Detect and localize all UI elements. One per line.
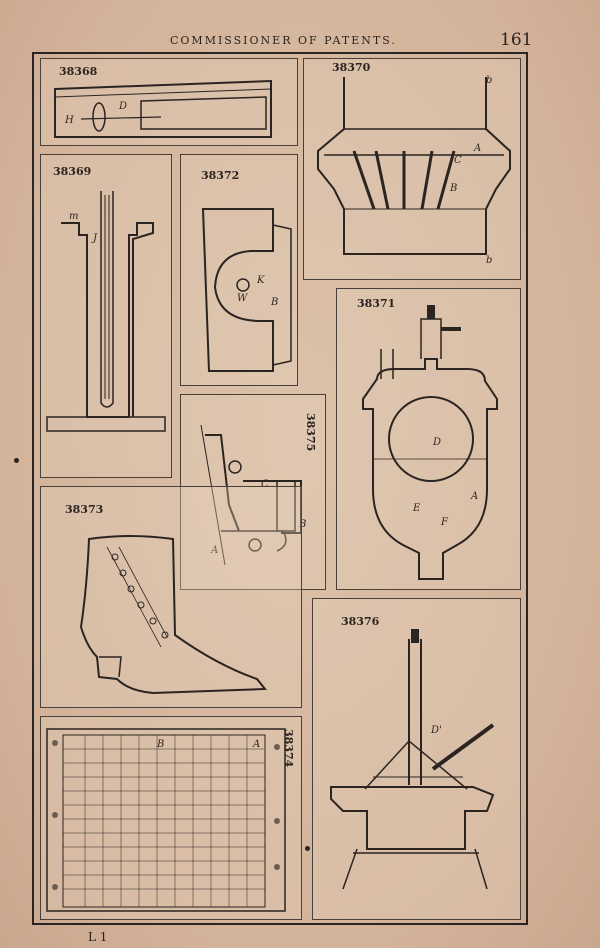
plate-frame xyxy=(32,52,528,925)
figure-38371: 38371 D A E F xyxy=(336,288,521,590)
figure-38370: 38370 b A C B b xyxy=(303,58,521,280)
label-A: A xyxy=(473,143,481,154)
figure-38373: 38373 xyxy=(40,486,302,708)
label-E: E xyxy=(412,503,421,514)
label-K: K xyxy=(256,275,265,286)
figure-38372: 38372 K W B xyxy=(180,154,298,386)
figure-number: 38372 xyxy=(201,169,240,182)
figure-38372-drawing: K W B xyxy=(201,208,292,372)
label-A: A xyxy=(252,739,260,750)
label-b-top: b xyxy=(486,75,492,86)
figure-number: 38368 xyxy=(59,65,98,78)
figure-number: 38373 xyxy=(65,503,104,516)
figure-38376-drawing: D' xyxy=(330,629,495,890)
figure-number: 38376 xyxy=(341,615,380,628)
label-C: C xyxy=(454,155,462,166)
figure-38374: 38374 A B xyxy=(40,716,302,920)
margin-dot xyxy=(305,846,310,851)
figure-38373-drawing xyxy=(79,535,268,695)
figure-38369-drawing: m J xyxy=(46,191,166,432)
label-A: A xyxy=(470,491,478,502)
figure-38371-drawing: D A E F xyxy=(362,305,498,580)
label-b-bottom: b xyxy=(486,255,492,266)
figure-38368-drawing: D H xyxy=(54,79,272,138)
label-D: D xyxy=(118,101,127,112)
label-A: A xyxy=(210,545,218,556)
label-D: D xyxy=(432,437,441,448)
label-F: F xyxy=(440,517,449,528)
label-J: J xyxy=(91,233,98,244)
figure-38368: 38368 D H xyxy=(40,58,298,146)
margin-dot xyxy=(14,458,19,463)
signature-mark: L 1 xyxy=(88,930,108,944)
label-W: W xyxy=(237,293,248,304)
label-m: m xyxy=(69,211,78,222)
label-B: B xyxy=(270,297,278,308)
figure-number: 38370 xyxy=(332,61,371,74)
figure-38369: 38369 m J xyxy=(40,154,172,478)
page-number: 161 xyxy=(500,30,533,50)
figure-38374-drawing: A B xyxy=(46,728,286,912)
label-D-prime: D' xyxy=(430,725,442,736)
figure-number: 38371 xyxy=(357,297,396,310)
label-B: B xyxy=(298,519,306,530)
running-header: COMMISSIONER OF PATENTS. xyxy=(170,34,397,47)
figure-38370-drawing: b A C B b xyxy=(317,75,511,266)
figure-number: 38369 xyxy=(53,165,92,178)
label-C: C xyxy=(261,479,269,490)
figure-38376: 38376 D' xyxy=(312,598,521,920)
table-grid xyxy=(63,735,265,907)
label-H: H xyxy=(64,115,74,126)
label-B: B xyxy=(449,183,457,194)
label-B: B xyxy=(156,739,164,750)
